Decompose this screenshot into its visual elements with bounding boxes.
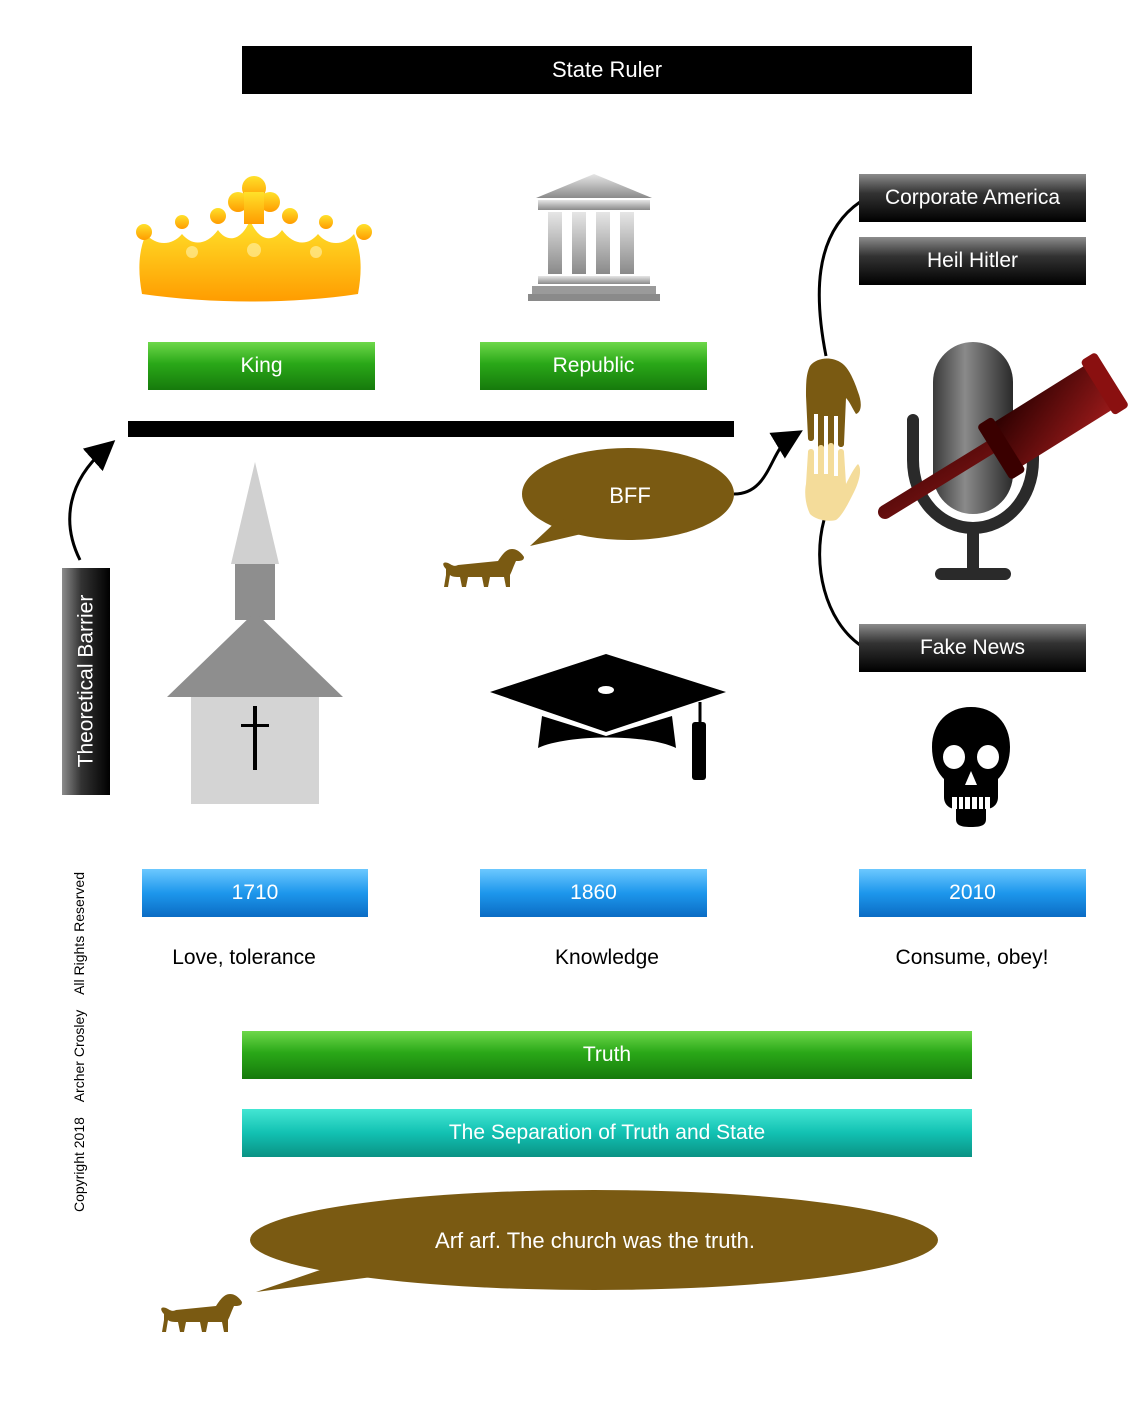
church-icon [167, 462, 343, 804]
skull-icon [932, 707, 1010, 827]
year-box-1710: 1710 [142, 869, 368, 917]
value-knowledge: Knowledge [555, 946, 659, 969]
bottom-speech-text-box: Arf arf. The church was the truth. [300, 1218, 890, 1264]
theoretical-barrier-box: Theoretical Barrier [62, 568, 110, 795]
king-label: King [240, 354, 283, 377]
corporate-connector [817, 200, 861, 357]
bottom-speech-text: Arf arf. The church was the truth. [435, 1228, 755, 1253]
graduation-cap-icon [490, 654, 726, 780]
corporate-america-box: Corporate America [859, 174, 1086, 222]
bff-text-box: BFF [560, 472, 700, 520]
dachshund-icon [443, 549, 524, 587]
year-box-2010: 2010 [859, 869, 1086, 917]
state-ruler-bar: State Ruler [242, 46, 972, 94]
separation-label: The Separation of Truth and State [448, 1121, 766, 1144]
separation-bar: The Separation of Truth and State [242, 1109, 972, 1157]
republic-label: Republic [552, 354, 635, 377]
gavel-icon [878, 353, 1128, 519]
bff-speech-bubble [522, 448, 734, 546]
year-label: 2010 [949, 881, 996, 904]
fake-news-label: Fake News [919, 636, 1026, 659]
fakenews-connector [818, 519, 861, 647]
year-label: 1710 [231, 881, 279, 904]
bff-arrow [733, 430, 803, 496]
bff-text: BFF [609, 483, 651, 508]
barrier-arrow [68, 440, 116, 561]
value-love-tolerance: Love, tolerance [172, 946, 316, 969]
crown-icon [136, 176, 372, 302]
government-building-icon [528, 174, 660, 301]
heil-hitler-box: Heil Hitler [859, 237, 1086, 285]
king-label-box: King [148, 342, 375, 390]
bottom-speech-bubble [250, 1190, 938, 1292]
dachshund-icon [161, 1294, 242, 1332]
state-ruler-label: State Ruler [551, 57, 663, 82]
heil-hitler-label: Heil Hitler [926, 249, 1018, 272]
barrier-line [128, 421, 734, 437]
corporate-america-label: Corporate America [884, 186, 1061, 209]
theoretical-barrier-label: Theoretical Barrier [74, 594, 98, 768]
fake-news-box: Fake News [859, 624, 1086, 672]
republic-label-box: Republic [480, 342, 707, 390]
value-consume-obey: Consume, obey! [895, 946, 1049, 969]
copyright-text: Copyright 2018 Archer Crosley All Rights… [71, 871, 87, 1213]
year-box-1860: 1860 [480, 869, 707, 917]
truth-bar: Truth [242, 1031, 972, 1079]
year-label: 1860 [570, 881, 617, 904]
truth-label: Truth [582, 1043, 632, 1066]
handshake-icon [805, 358, 861, 521]
